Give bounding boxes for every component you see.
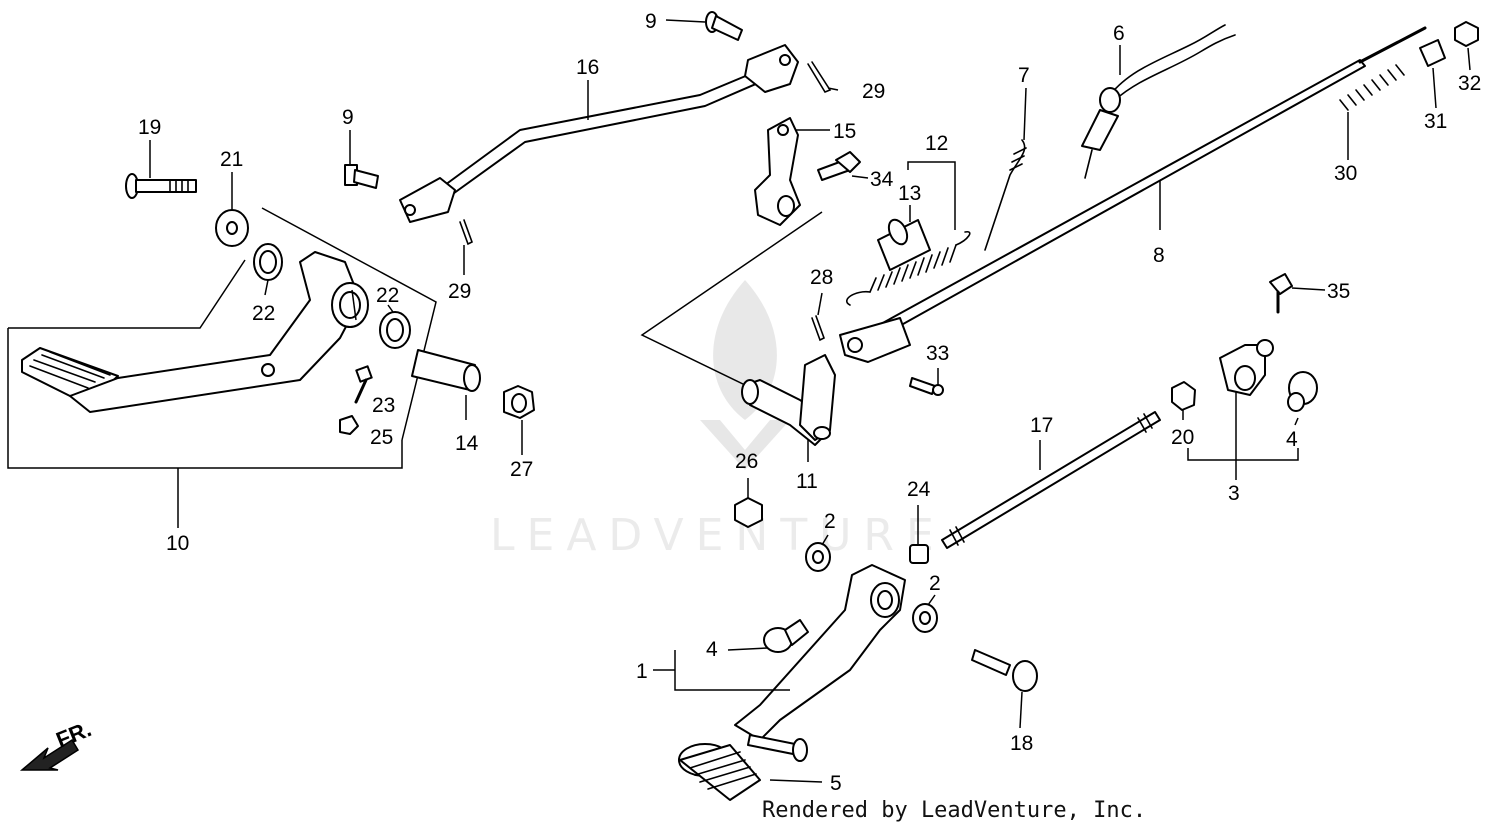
callout-28: 28 [810,266,833,289]
callout-11: 11 [796,470,818,493]
callout-34: 34 [870,168,894,191]
springs [845,139,1027,306]
watermark-logo [700,280,790,470]
callout-22a: 22 [252,302,275,325]
credit-text: Rendered by LeadVenture, Inc. [762,798,1146,823]
callout-22b: 22 [376,284,399,307]
callout-33: 33 [926,342,949,365]
brake-switch [1081,24,1236,179]
callout-29a: 29 [862,80,885,103]
brake-pedal-assembly [7,173,535,528]
watermark-text: LEADVENTURE [490,510,946,561]
callout-26: 26 [735,450,758,473]
callout-16: 16 [576,56,599,79]
direction-label: FR. [53,716,95,752]
brake-shaft [734,354,836,528]
callout-1: 1 [636,660,648,683]
callout-18: 18 [1010,732,1033,755]
callout-35: 35 [1327,280,1350,303]
callout-27: 27 [510,458,533,481]
callout-31: 31 [1424,110,1447,133]
callout-25: 25 [370,426,393,449]
brake-rod [344,11,832,246]
callout-30: 30 [1334,162,1357,185]
shift-pedal [674,542,1038,801]
callout-4b: 4 [1286,428,1298,451]
callout-9a: 9 [645,10,657,33]
callout-15: 15 [833,120,856,143]
shift-rod [909,411,1161,564]
callout-12: 12 [925,132,948,155]
callout-13: 13 [898,182,921,205]
front-direction-arrow: FR. [19,716,95,771]
brake-rod-long [811,26,1427,396]
callout-8: 8 [1153,244,1165,267]
callout-20: 20 [1171,426,1194,449]
tie-rod-end [1171,21,1479,461]
callout-2a: 2 [824,510,836,533]
callout-21: 21 [220,148,243,171]
leader-lines [149,19,1471,783]
callout-14: 14 [455,432,479,455]
callout-5: 5 [830,772,842,795]
callout-4a: 4 [706,638,718,661]
brake-arm [640,117,861,386]
callout-7: 7 [1018,64,1030,87]
callout-32: 32 [1458,72,1481,95]
callout-2b: 2 [929,572,941,595]
callout-24: 24 [907,478,931,501]
callout-9b: 9 [342,106,354,129]
callout-29b: 29 [448,280,471,303]
callout-17: 17 [1030,414,1053,437]
callout-10: 10 [166,532,189,555]
callout-labels: 19 21 22 22 23 25 10 14 27 9 16 9 29 29 … [138,10,1481,795]
callout-3: 3 [1228,482,1240,505]
callout-23: 23 [372,394,395,417]
callout-19: 19 [138,116,161,139]
callout-6: 6 [1113,22,1125,45]
